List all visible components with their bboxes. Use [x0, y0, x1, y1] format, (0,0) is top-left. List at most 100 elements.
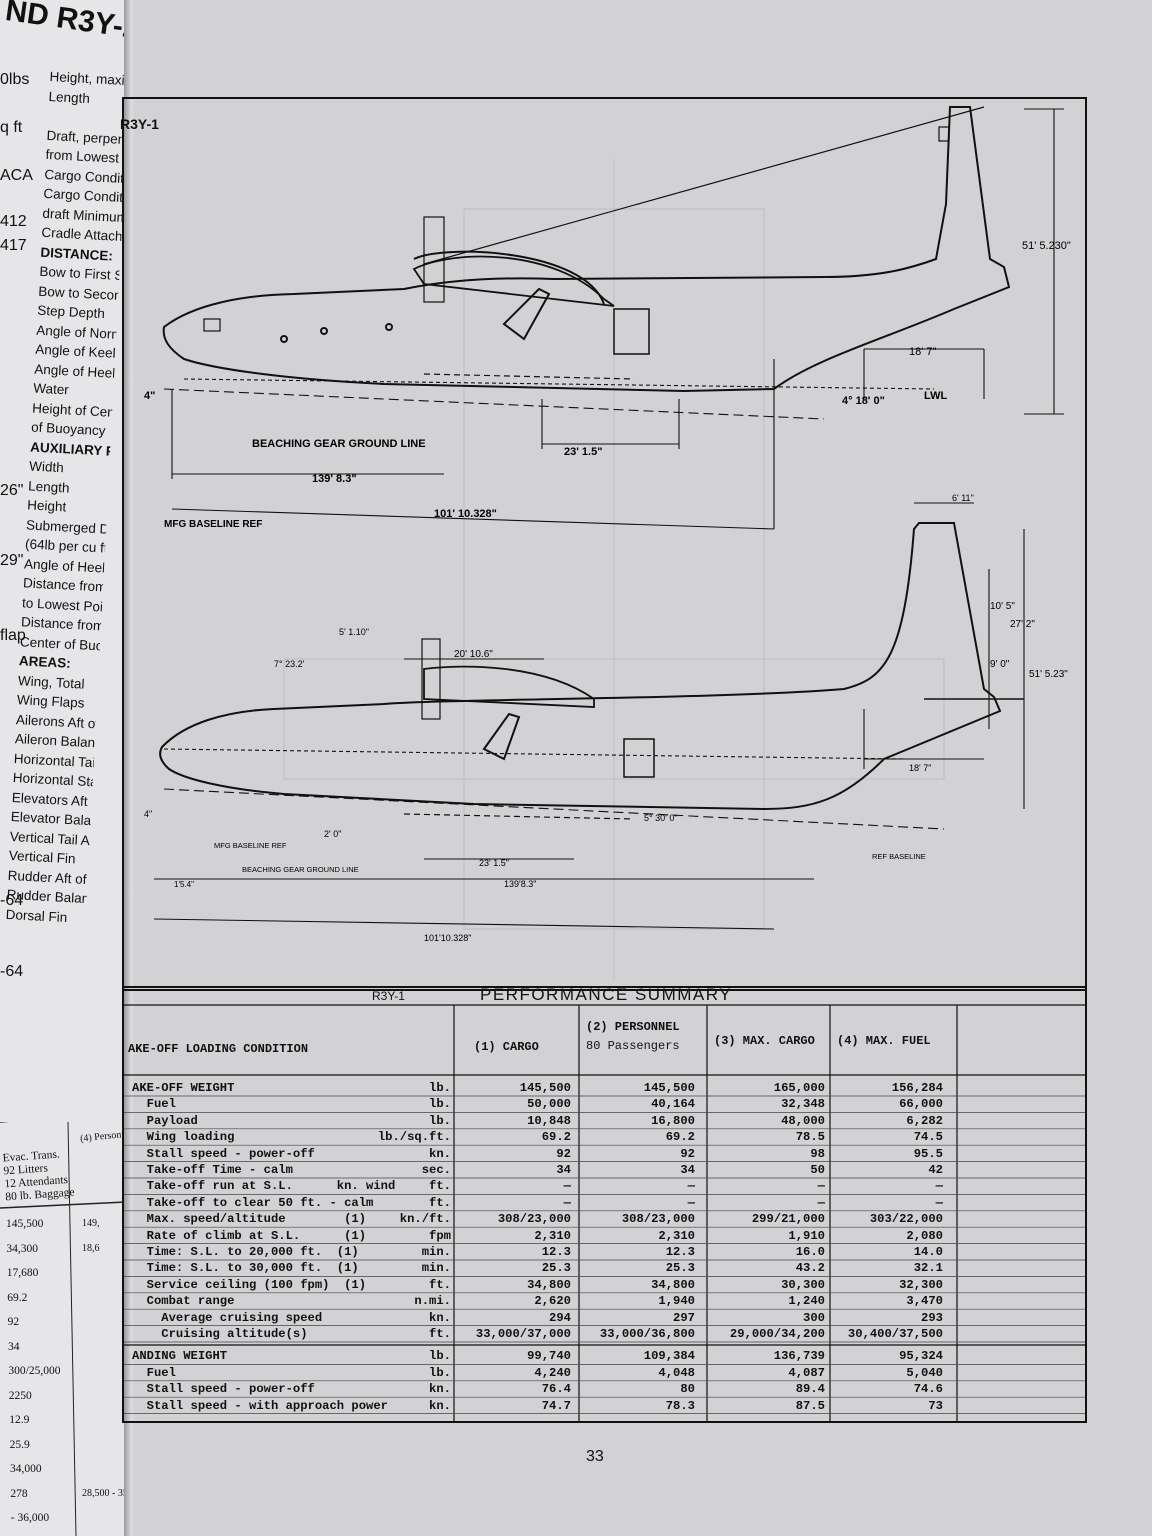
bottom-view-dimension-lines [153, 502, 1025, 930]
cell-personnel: 40,164 [651, 1097, 695, 1112]
cell-max-fuel: 3,470 [906, 1294, 943, 1309]
cell-max-fuel: 30,400/37,500 [847, 1327, 943, 1341]
top-side-view [162, 106, 1011, 393]
cell-cargo: 294 [549, 1310, 571, 1325]
row-unit: fpm [429, 1228, 451, 1243]
row-label: Combat range [132, 1294, 235, 1309]
cell-max-cargo: 165,000 [773, 1081, 825, 1095]
row-unit: ft. [429, 1179, 451, 1194]
col-header-cargo: (1) CARGO [474, 1040, 539, 1054]
tail-insignia-box [938, 126, 950, 142]
wing-nacelle-top [412, 255, 615, 307]
left-value: 417 [0, 237, 27, 254]
cell-max-fuel: 95,324 [899, 1349, 943, 1364]
cell-cargo: 4,240 [534, 1365, 571, 1380]
cell-personnel: 34,800 [651, 1277, 695, 1292]
dim-top-angle: 4° 18' 0" [842, 395, 885, 407]
performance-model: R3Y-1 [372, 989, 405, 1003]
cell-max-fuel: — [935, 1195, 943, 1210]
left-table-cell: 69.2 [7, 1291, 28, 1304]
tail-brace-line [423, 106, 985, 265]
row-label: Fuel [132, 1365, 176, 1380]
row-unit: ft. [429, 1195, 451, 1210]
dim-bottom-height: 51' 5.23" [1029, 669, 1068, 680]
dim-top-draft: 4" [144, 390, 155, 402]
dim-bottom-ref: 101'10.328" [424, 933, 471, 943]
cell-cargo: 10,848 [527, 1113, 571, 1128]
dim-fin-a: 10' 5" [990, 601, 1015, 612]
left-value: 26" [0, 482, 24, 499]
left-page-title: ND R3Y-2 TR [3, 0, 130, 52]
cell-personnel: 2,310 [658, 1228, 695, 1243]
label-top-beaching: BEACHING GEAR GROUND LINE [252, 438, 426, 450]
cell-max-cargo: 1,240 [788, 1294, 825, 1309]
left-value: -64 [0, 892, 24, 909]
cell-max-fuel: 95.5 [913, 1146, 943, 1161]
cell-cargo: 69.2 [541, 1130, 571, 1145]
cell-personnel: 12.3 [665, 1245, 695, 1259]
left-value: -64 [0, 963, 24, 980]
cell-personnel: — [687, 1195, 695, 1210]
row-unit: kn. [429, 1398, 451, 1413]
row-unit: lb. [429, 1349, 451, 1364]
cell-max-fuel: 6,282 [906, 1113, 943, 1128]
cell-max-cargo: 50 [810, 1163, 825, 1177]
cell-max-cargo: 89.4 [795, 1382, 825, 1397]
dim-bottom-d1: 5' 1.10" [339, 627, 369, 637]
door-top [613, 308, 650, 355]
porthole [280, 335, 288, 343]
col-header-max-fuel: (4) MAX. FUEL [837, 1034, 931, 1048]
row-unit: kn. [429, 1382, 451, 1397]
porthole [320, 327, 328, 335]
cell-max-fuel: — [935, 1179, 943, 1194]
cell-max-cargo: 32,348 [781, 1097, 825, 1112]
row-label: Service ceiling (100 fpm) (1) [132, 1277, 367, 1292]
left-table-cell: 25.9 [9, 1438, 30, 1451]
left-table-cell: 17,680 [6, 1267, 39, 1279]
cell-cargo: 99,740 [527, 1349, 571, 1364]
bottom-side-view [159, 522, 1024, 820]
col-header-max-cargo: (3) MAX. CARGO [714, 1034, 815, 1048]
row-label: Wing loading [132, 1130, 235, 1145]
cell-max-cargo: 43.2 [795, 1261, 825, 1276]
cell-cargo: 2,620 [534, 1294, 571, 1309]
left-table-cell: 145,500 [6, 1218, 44, 1230]
cell-max-fuel: 2,080 [906, 1228, 943, 1243]
cell-cargo: — [563, 1195, 571, 1210]
performance-header-label: AKE-OFF LOADING CONDITION [128, 1042, 309, 1056]
row-unit: ft. [429, 1327, 451, 1341]
cell-personnel: 4,048 [658, 1365, 695, 1380]
row-label: AKE-OFF WEIGHT [132, 1081, 235, 1095]
left-table-cell: 34 [8, 1340, 20, 1353]
left-table-cell: 92 [7, 1316, 20, 1328]
left-value: 0lbs [0, 71, 30, 88]
dim-top-lwl: LWL [924, 390, 947, 402]
row-unit: lb. [429, 1113, 451, 1128]
dim-bottom-d2: 7° 23.2' [274, 659, 305, 669]
cell-personnel: — [687, 1179, 695, 1194]
cell-personnel: 25.3 [665, 1261, 695, 1276]
left-table-cell: 28,500 - 35 [82, 1487, 128, 1499]
performance-row: Max. speed/altitude (1)kn./ft.308/23,000… [124, 1212, 1085, 1229]
cell-cargo: 2,310 [534, 1228, 571, 1243]
row-label: Payload [132, 1113, 198, 1128]
cell-max-cargo: 78.5 [795, 1130, 825, 1145]
cell-personnel: 78.3 [665, 1398, 695, 1413]
door-bottom [623, 738, 655, 778]
cell-max-cargo: — [817, 1179, 825, 1194]
row-unit: sec. [421, 1163, 451, 1177]
left-value: ACA [0, 167, 33, 184]
cell-max-cargo: 98 [810, 1146, 825, 1161]
beaching-gear-top [423, 373, 635, 380]
cell-cargo: 145,500 [519, 1081, 571, 1095]
